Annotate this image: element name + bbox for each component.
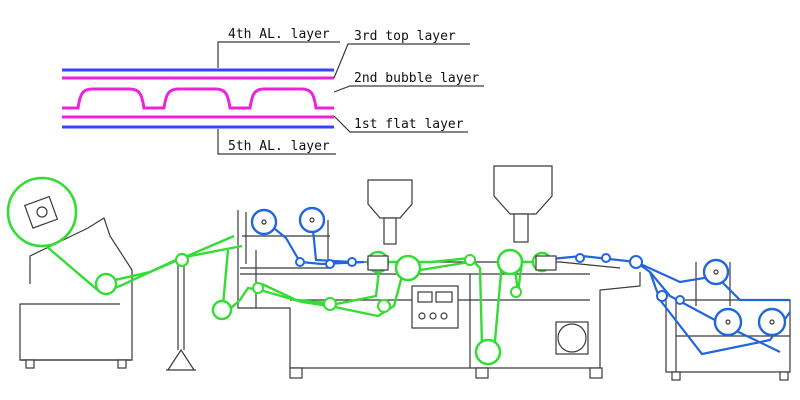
green-roller-g — [464, 254, 476, 266]
rewind-roll-left — [713, 307, 743, 337]
green-roller-e — [323, 297, 337, 311]
blue-roller-e — [601, 253, 611, 263]
leader-line-4th — [217, 41, 340, 68]
blue-upper-roll-2 — [298, 206, 326, 234]
rewind-roll-top-core — [713, 269, 719, 275]
main-body-foot-3 — [589, 367, 603, 379]
green-laminating-roller-right — [496, 248, 524, 276]
green-web-strand-1 — [45, 244, 243, 294]
blue-roller-g — [656, 290, 668, 302]
extruder-hopper-left — [367, 179, 413, 219]
blue-upper-roll-1-core — [261, 219, 267, 225]
blue-roller-c — [347, 257, 357, 267]
green-roller-f — [377, 299, 391, 313]
green-roller-a — [94, 272, 118, 296]
label-1st-flat-layer: 1st flat layer — [354, 117, 464, 132]
drive-motor-housing — [555, 321, 589, 355]
bubble-layer-line — [62, 87, 334, 110]
blue-web-strand-2 — [310, 219, 353, 264]
extruder-hopper-right — [493, 165, 553, 215]
drive-motor — [557, 323, 587, 353]
extruder-barrel-right — [513, 213, 529, 243]
upper-roller-frame — [242, 212, 330, 266]
control-panel-knob-2 — [429, 312, 437, 320]
control-panel-screen — [435, 291, 453, 303]
machine-frames — [19, 165, 791, 381]
rewinder-foot-left — [671, 371, 681, 381]
green-roller-b — [174, 252, 190, 268]
blue-upper-roll-2-core — [309, 217, 315, 223]
rewind-roll-left-core — [725, 319, 731, 325]
leader-line-1st — [333, 115, 468, 133]
main-body-outline — [237, 210, 641, 369]
green-roller-c — [211, 299, 233, 321]
unwind-roll-core — [36, 206, 48, 218]
rollers — [6, 176, 787, 366]
main-body-feet — [289, 367, 303, 379]
rewind-roll-top — [702, 258, 730, 286]
green-roller-d — [252, 282, 264, 294]
green-web-strand-2 — [105, 234, 235, 284]
rewinder-foot-right — [779, 371, 789, 381]
leader-line-3rd — [333, 43, 470, 79]
extruder-barrel-left — [383, 217, 397, 245]
green-dancer-roller — [474, 338, 502, 366]
control-panel — [411, 285, 459, 329]
guide-post — [166, 262, 196, 371]
unwinder-foot-left — [25, 359, 35, 369]
label-3rd-top-layer: 3rd top layer — [354, 29, 456, 44]
blue-upper-roll-1 — [250, 208, 278, 236]
green-roller-h — [510, 286, 522, 298]
leader-line-2nd — [333, 85, 484, 93]
rewind-roll-right — [757, 307, 787, 337]
rewinder-frame — [665, 262, 791, 373]
control-panel-display — [417, 291, 433, 303]
main-body-top — [240, 261, 621, 269]
laminating-nip-right — [535, 255, 557, 271]
control-panel-knob-1 — [418, 312, 426, 320]
label-2nd-bubble-layer: 2nd bubble layer — [354, 71, 479, 86]
blue-web-strand-5 — [649, 271, 781, 353]
green-cooling-roller-left — [394, 254, 422, 282]
blue-roller-h — [675, 295, 685, 305]
label-5th-al-layer: 5th AL. layer — [228, 139, 330, 154]
control-panel-knob-3 — [440, 312, 448, 320]
rewind-roll-right-core — [769, 319, 775, 325]
unwind-roll-hub — [23, 195, 59, 229]
layer-cross-section: 4th AL. layer 3rd top layer 2nd bubble l… — [62, 27, 484, 155]
unwind-roll — [6, 176, 78, 248]
unwinder-foot-right — [117, 359, 127, 369]
blue-roller-b — [325, 259, 335, 269]
blue-roller-f — [629, 255, 643, 269]
blue-roller-d — [575, 253, 585, 263]
main-body-foot-2 — [475, 367, 489, 379]
blue-roller-a — [295, 257, 305, 267]
label-4th-al-layer: 4th AL. layer — [228, 27, 330, 42]
laminating-nip-left — [367, 255, 389, 271]
leader-line-5th — [217, 129, 336, 155]
